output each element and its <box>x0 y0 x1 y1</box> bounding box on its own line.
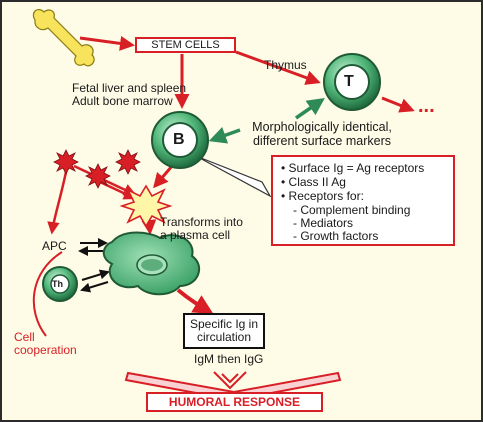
receptor-sub-growth: - Growth factors <box>293 229 379 243</box>
arrow-green-to-t <box>295 98 325 120</box>
humoral-response-box: HUMORAL RESPONSE <box>146 392 323 412</box>
th-cell <box>42 266 78 302</box>
igm-igg-label: IgM then IgG <box>194 352 264 366</box>
receptor-sub-mediators: - Mediators <box>293 216 354 230</box>
t-cell-letter: T <box>344 73 354 90</box>
arrow-bone-to-stem <box>79 35 135 51</box>
circulation-box: Specific Ig in circulation <box>183 313 265 349</box>
star-antigen-icon <box>53 149 141 189</box>
arrow-stem-to-thymus <box>235 50 321 85</box>
starburst-icon <box>119 184 173 228</box>
adult-marrow-label: Adult bone marrow <box>72 94 173 108</box>
bone-icon <box>32 8 95 67</box>
continuation-dots: ... <box>418 95 435 117</box>
cell-cooperation-line2: cooperation <box>14 343 77 357</box>
fetal-liver-label: Fetal liver and spleen <box>72 81 187 95</box>
specific-ig-line1: Specific Ig in <box>189 317 259 331</box>
arrow-plasma-to-circulation <box>176 288 214 315</box>
th-label: Th <box>52 279 63 289</box>
morphology-line1: Morphologically identical, <box>252 120 392 134</box>
b-cell-letter: B <box>173 131 185 148</box>
apc-label: APC <box>42 239 67 253</box>
arrow-plasma-to-th <box>80 281 109 293</box>
arrow-th-to-plasma <box>81 269 110 281</box>
thymus-label: Thymus <box>264 58 307 72</box>
humoral-response-label: HUMORAL RESPONSE <box>168 395 301 409</box>
transforms-line1: Transforms into <box>160 215 243 229</box>
arrow-igg-to-humoral <box>213 371 247 390</box>
receptor-item-receptors-for: • Receptors for: <box>281 189 364 203</box>
receptors-box: • Surface Ig = Ag receptors • Class II A… <box>271 155 455 246</box>
stem-cells-label: STEM CELLS <box>151 39 220 51</box>
arrow-t-onward <box>381 96 415 113</box>
specific-ig-line2: circulation <box>196 330 252 344</box>
receptor-item-surface-ig: • Surface Ig = Ag receptors <box>281 161 425 175</box>
receptor-item-class-ii: • Class II Ag <box>281 175 346 189</box>
arrow-b-to-starburst <box>153 165 174 189</box>
receptor-sub-complement: - Complement binding <box>293 203 411 217</box>
stem-cells-box: STEM CELLS <box>135 37 236 53</box>
b-cell <box>151 111 209 169</box>
morphology-line2: different surface markers <box>252 134 392 148</box>
transforms-line2: a plasma cell <box>160 228 231 242</box>
cooperation-curve <box>32 251 63 337</box>
pointer-b-to-receptors <box>195 155 272 198</box>
arrow-green-to-b <box>208 127 241 144</box>
t-cell <box>323 53 381 111</box>
plasma-cell-icon <box>102 231 201 296</box>
arrow-antigen-to-apc <box>47 171 68 235</box>
cell-cooperation-line1: Cell <box>14 330 35 344</box>
